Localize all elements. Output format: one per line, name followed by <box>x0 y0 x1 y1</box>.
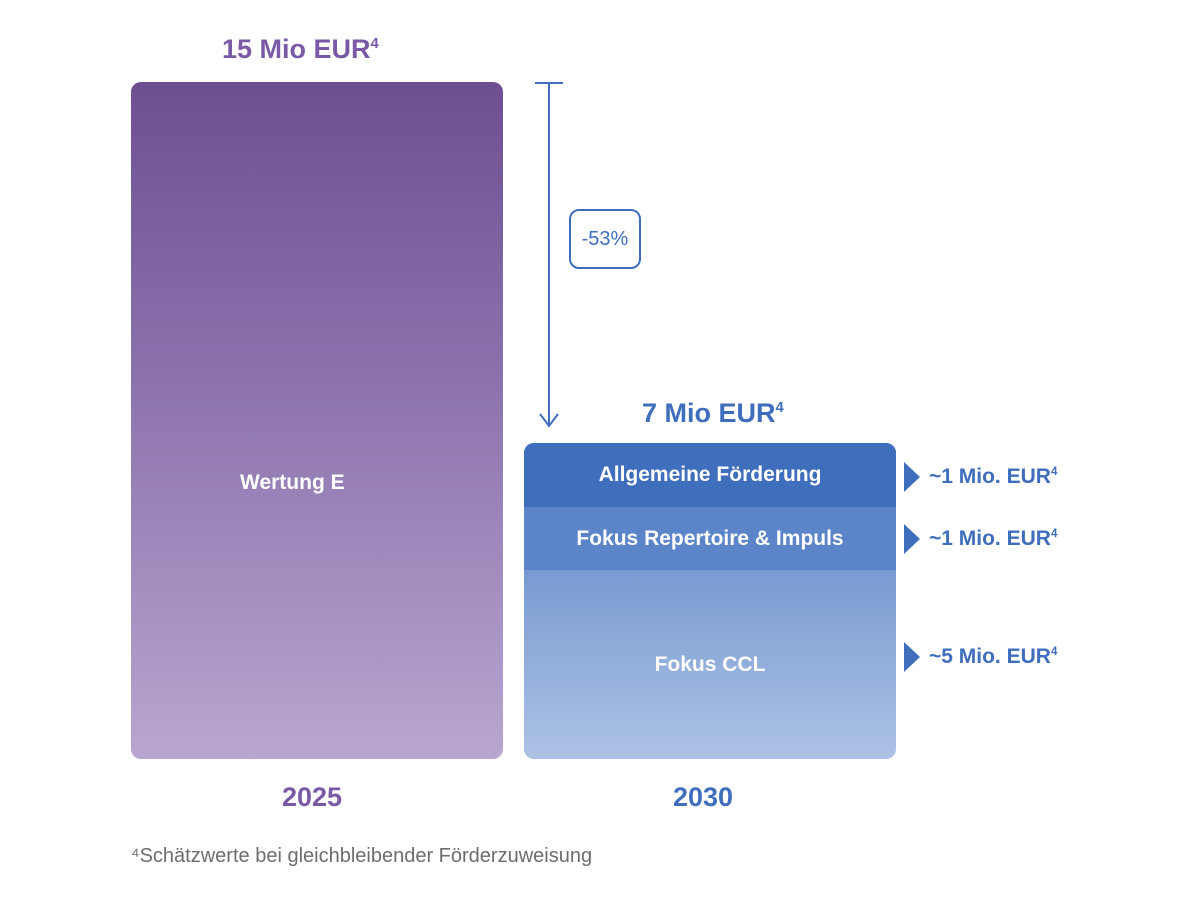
category-label-2030: 2030 <box>673 782 734 812</box>
segment-value-label: ~5 Mio. EUR4 <box>929 645 1058 668</box>
triangle-right-icon <box>904 524 920 554</box>
bar-value-label-2025: 15 Mio EUR4 <box>222 34 379 64</box>
bar-2025-inner-label: Wertung E <box>240 471 345 494</box>
segment-label: Allgemeine Förderung <box>598 463 822 486</box>
category-label-2025: 2025 <box>282 782 343 812</box>
segment-label: Fokus CCL <box>654 652 766 676</box>
footnote: ⁴Schätzwerte bei gleichbleibender Förder… <box>131 845 593 867</box>
segment-allgemeine-foerderung: Allgemeine Förderung <box>524 443 896 507</box>
bar-2030: Allgemeine Förderung Fokus Repertoire & … <box>524 443 896 759</box>
segment-value-row-1: ~1 Mio. EUR4 <box>904 462 1057 492</box>
segment-label: Fokus Repertoire & Impuls <box>576 526 844 550</box>
triangle-right-icon <box>904 642 920 672</box>
segment-fokus-repertoire-impuls: Fokus Repertoire & Impuls <box>524 507 896 570</box>
segment-fokus-ccl: Fokus CCL <box>524 570 896 759</box>
bar-2025 <box>131 82 503 759</box>
bar-value-label-2030: 7 Mio EUR4 <box>642 398 784 428</box>
segment-value-label: ~1 Mio. EUR4 <box>929 465 1058 488</box>
triangle-right-icon <box>904 462 920 492</box>
change-percentage-badge: -53% <box>569 209 641 269</box>
segment-value-row-3: ~5 Mio. EUR4 <box>904 642 1057 672</box>
segment-value-label: ~1 Mio. EUR4 <box>929 527 1058 550</box>
segment-value-row-2: ~1 Mio. EUR4 <box>904 524 1057 554</box>
